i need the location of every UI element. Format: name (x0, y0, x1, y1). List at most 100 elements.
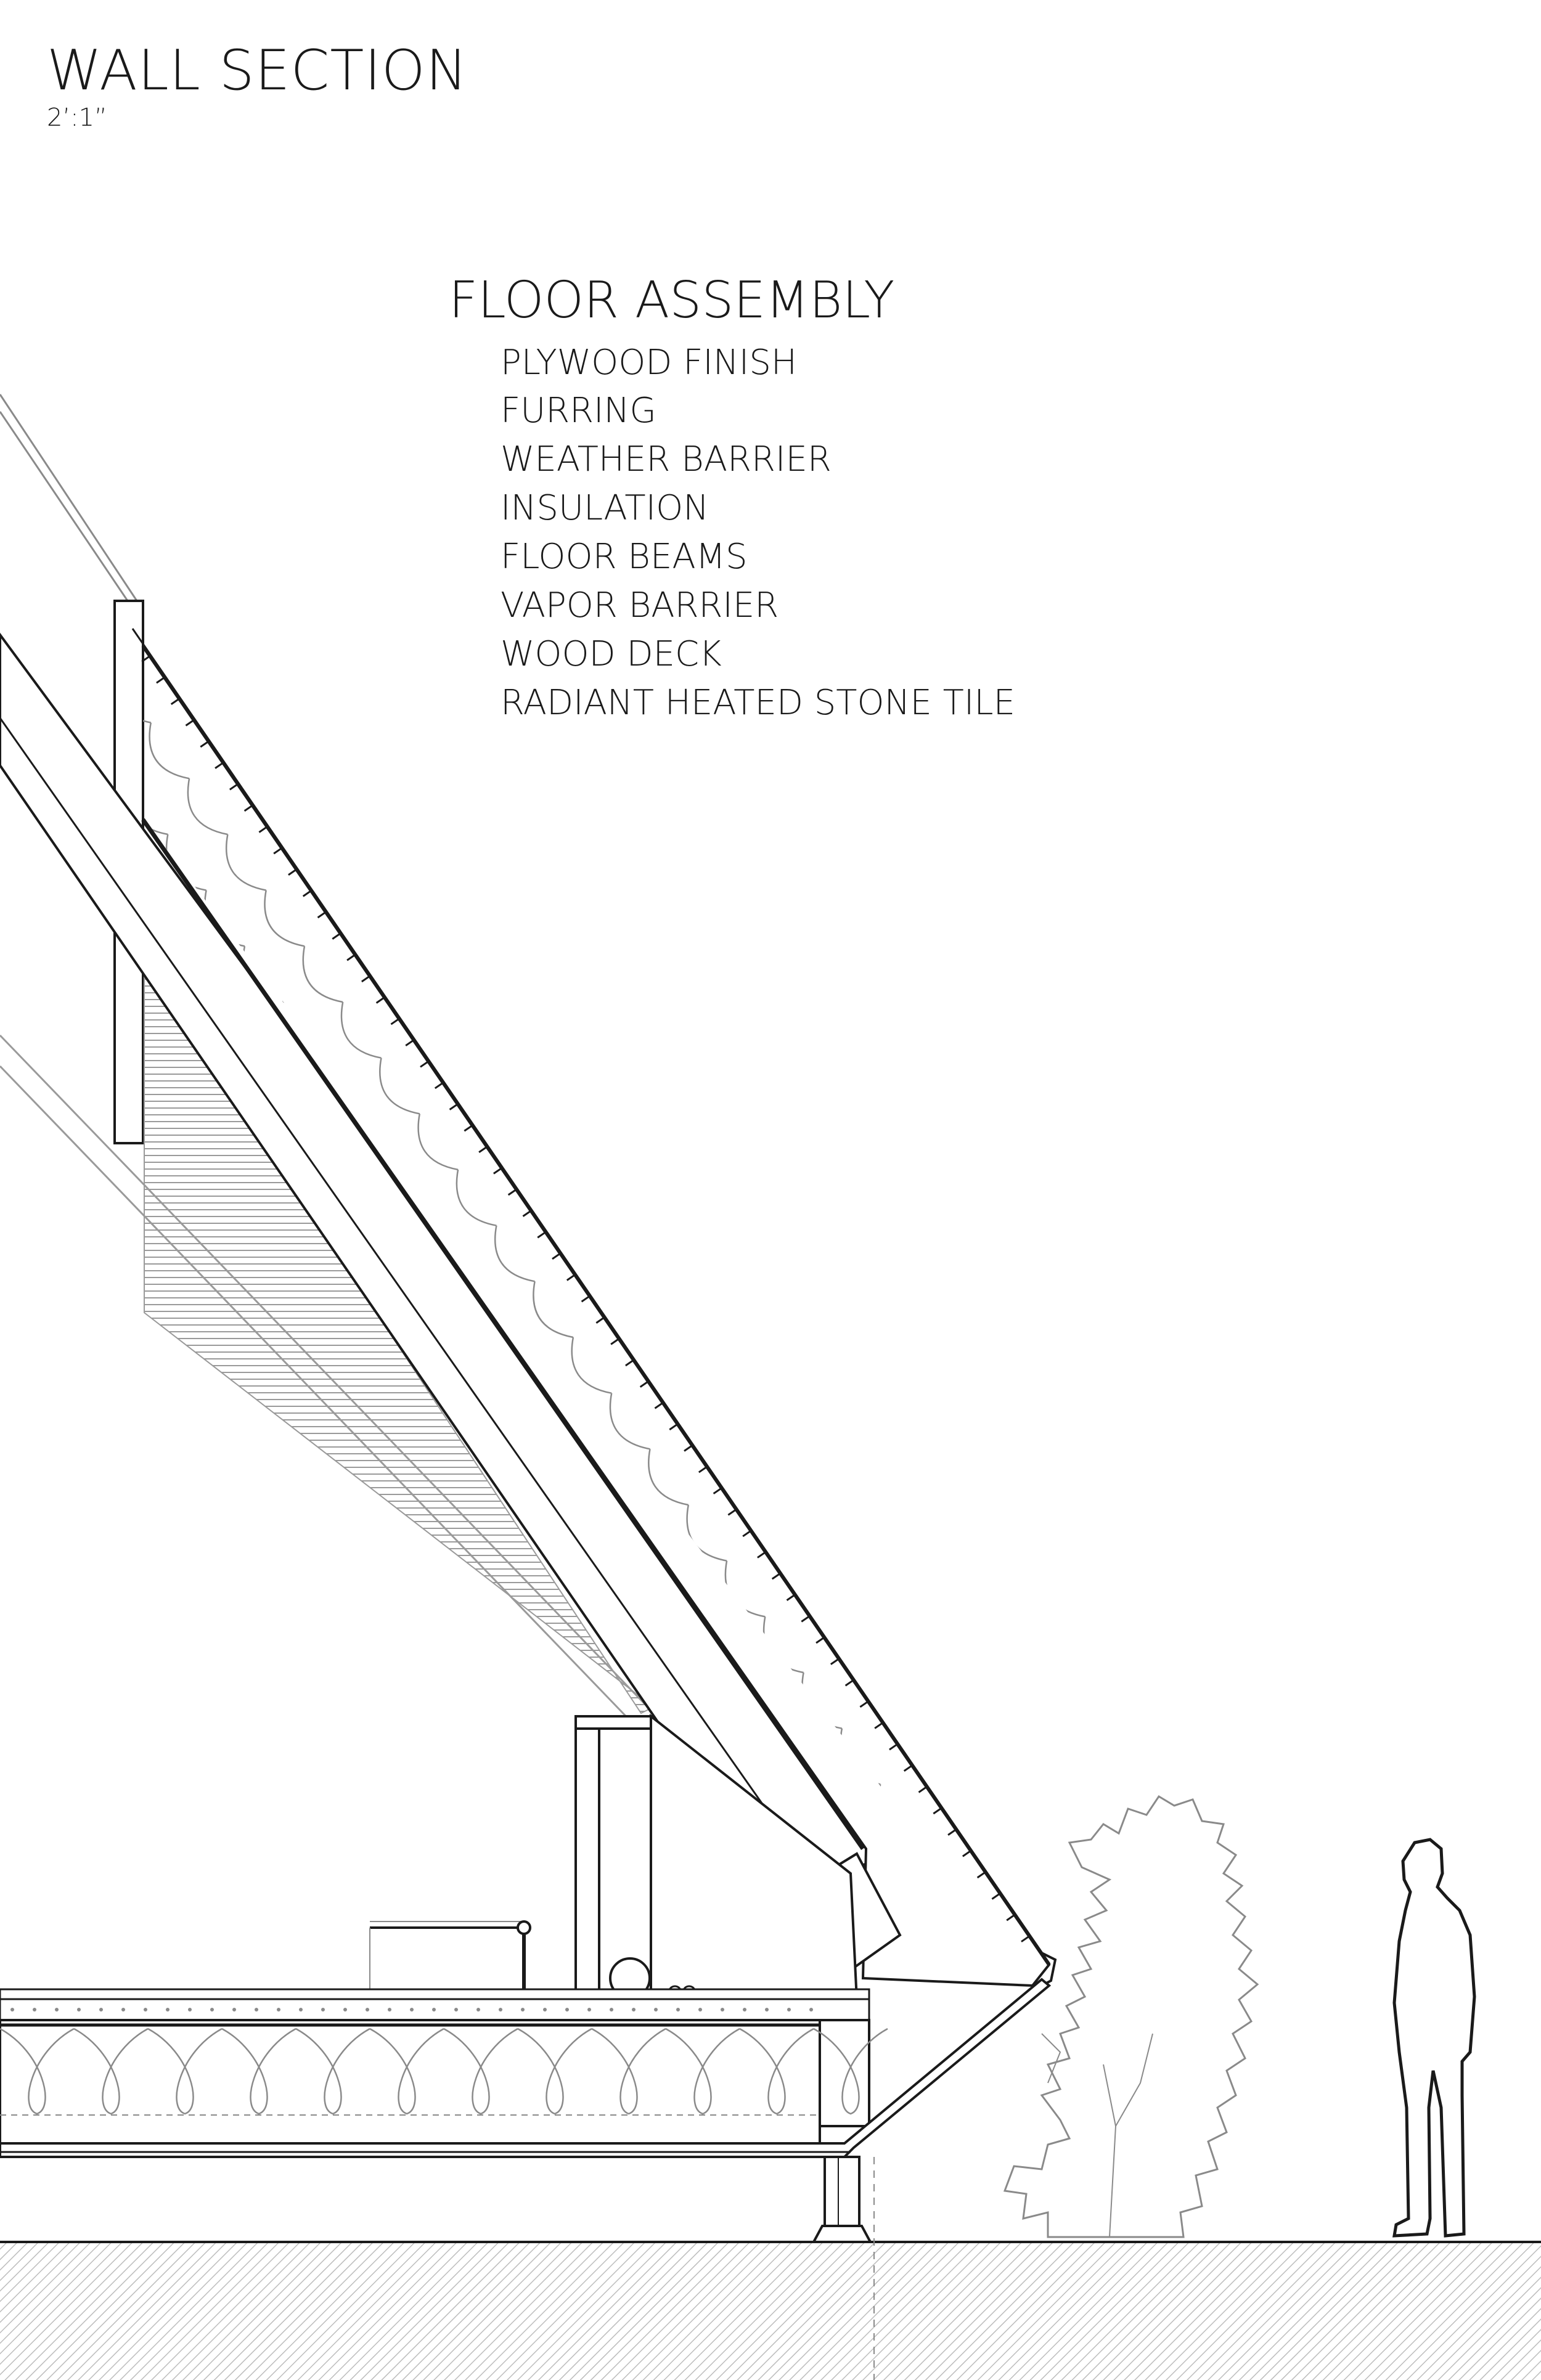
furring-strip (976, 1870, 987, 1879)
tile-dot (388, 2008, 391, 2011)
furring-strip (390, 1017, 401, 1025)
furring-strip (947, 1828, 958, 1836)
furring-strip (639, 1380, 650, 1388)
beam-edge (0, 717, 821, 1886)
floor-slab (0, 1978, 1052, 2158)
layer-label-plywood-finish: PLYWOOD FINISH (501, 343, 797, 383)
furring-strip (317, 910, 328, 919)
furring-strip (830, 1657, 841, 1665)
furring-strip (859, 1700, 870, 1708)
tile-dot (33, 2008, 36, 2011)
furring-strip (610, 1337, 621, 1345)
ground-hatch (0, 2242, 1541, 2380)
tile-dot (144, 2008, 147, 2011)
furring-strip (625, 1358, 636, 1367)
furring-strip (258, 825, 269, 833)
layer-label-radiant-heated-stone-tile: RADIANT HEATED STONE TILE (501, 683, 1015, 723)
furring-strip (713, 1486, 724, 1494)
furring-strip (771, 1571, 782, 1580)
tile-dot (99, 2008, 103, 2011)
tile-dot (454, 2008, 458, 2011)
floor-beam (0, 632, 897, 1907)
tile-dot (299, 2008, 303, 2011)
upper-roof-edge (0, 394, 144, 624)
tile-dot (166, 2008, 170, 2011)
shrub-detail (1041, 2033, 1153, 2238)
tile-dot (232, 2008, 236, 2011)
tile-dot (521, 2008, 525, 2011)
plywood-finish-line (131, 628, 1043, 1953)
furring-strip (844, 1678, 856, 1687)
tile-dot (676, 2008, 680, 2011)
furring-strip (552, 1252, 562, 1260)
interior-cabinet (574, 1713, 859, 2001)
tile-dot (654, 2008, 658, 2011)
furring-strip (229, 782, 240, 791)
furring-strip (215, 761, 225, 769)
tile-dot (743, 2008, 746, 2011)
furring-strip (786, 1593, 797, 1602)
furring-strip (903, 1764, 914, 1772)
furring-strip (654, 1401, 665, 1409)
furring-strip (566, 1273, 577, 1281)
vapor-barrier-line (141, 818, 865, 1851)
layer-label-wood-deck: WOOD DECK (501, 634, 722, 674)
furring-strip (757, 1551, 767, 1559)
furring-strip (742, 1529, 753, 1538)
furring-strip (727, 1507, 738, 1516)
tile-dot (277, 2008, 280, 2011)
furring-strip (464, 1123, 474, 1132)
support-pier (811, 2156, 873, 2243)
furring-strip (420, 1059, 430, 1068)
tile-dot (410, 2008, 414, 2011)
furring-strip (361, 974, 372, 983)
furring-strip (141, 654, 152, 662)
tile-dot (10, 2008, 14, 2011)
floor-scallop-row (0, 2027, 888, 2115)
human-figure (1392, 1838, 1476, 2238)
furring-strip (801, 1614, 811, 1623)
layer-label-vapor-barrier: VAPOR BARRIER (501, 585, 779, 626)
tile-dot (210, 2008, 214, 2011)
tile-dot (765, 2008, 769, 2011)
furring-strip (684, 1444, 694, 1452)
tile-dot (188, 2008, 192, 2011)
furring-strip (669, 1422, 679, 1431)
furring-strip (332, 932, 342, 940)
furring-strip (581, 1294, 592, 1303)
furring-strip (243, 804, 255, 812)
furring-strip (346, 953, 357, 961)
tile-dot (632, 2008, 636, 2011)
tile-dot (565, 2008, 569, 2011)
drawing-scale: 2’:1” (47, 104, 107, 132)
tile-dot (698, 2008, 702, 2011)
furring-strip (156, 675, 166, 684)
tile-dot (499, 2008, 502, 2011)
furring-strip (1006, 1913, 1016, 1922)
furring-strip (522, 1209, 533, 1217)
soffit-lines (0, 1034, 661, 1727)
furring-strip (991, 1892, 1002, 1900)
furring-strip (962, 1849, 973, 1857)
layer-label-furring: FURRING (501, 391, 656, 431)
furring-strips (141, 654, 1031, 1942)
furring-strip (185, 718, 196, 727)
tile-dot (543, 2008, 547, 2011)
furring-strip (537, 1230, 547, 1239)
layer-label-weather-barrier: WEATHER BARRIER (501, 439, 832, 479)
furring-strip (375, 996, 386, 1004)
furring-strip (1021, 1934, 1031, 1942)
tile-dot (366, 2008, 369, 2011)
furring-strip (273, 846, 284, 855)
tile-dot (77, 2008, 81, 2011)
furring-strip (170, 697, 181, 706)
furring-strip (918, 1785, 929, 1793)
furring-strip (698, 1465, 709, 1473)
furring-strip (889, 1742, 899, 1751)
drawing-title: WALL SECTION (47, 38, 468, 103)
floor-assembly-heading: FLOOR ASSEMBLY (449, 271, 895, 330)
tile-dot (343, 2008, 347, 2011)
tile-dot (121, 2008, 125, 2011)
